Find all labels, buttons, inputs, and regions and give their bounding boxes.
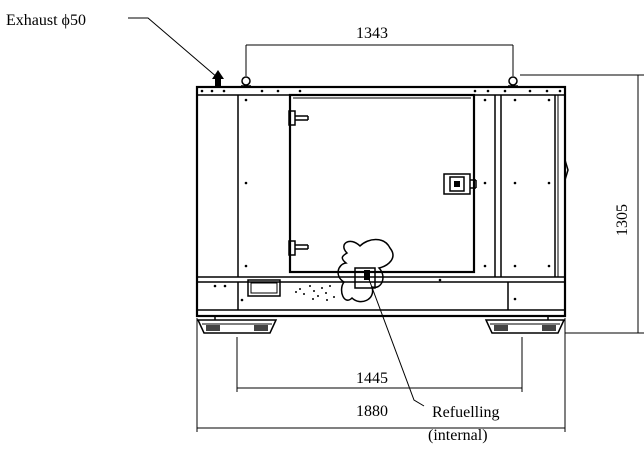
dimension-1880: 1880 xyxy=(356,403,388,420)
base-width-dimension xyxy=(236,337,523,392)
refuelling-leader-line xyxy=(366,273,425,407)
lifting-eye-right xyxy=(508,76,518,87)
exhaust-label: Exhaust ϕ50 xyxy=(6,12,86,29)
anti-vibration-foot-right xyxy=(484,319,566,334)
dimension-1305: 1305 xyxy=(614,204,631,236)
anti-vibration-foot-left xyxy=(196,319,278,334)
exhaust-outlet xyxy=(212,70,224,86)
refuelling-label: Refuelling xyxy=(432,404,500,421)
dimension-1445: 1445 xyxy=(356,370,388,387)
enclosure-body xyxy=(195,85,569,318)
exhaust-leader-line xyxy=(128,17,219,79)
door-lock-handle xyxy=(443,173,477,195)
door-hinge-top xyxy=(288,110,309,126)
refuelling-sublabel: (internal) xyxy=(428,427,488,444)
lifting-eye-left xyxy=(241,76,251,87)
vent-holes xyxy=(295,285,335,301)
overall-width-dimension xyxy=(196,318,566,432)
refuelling-cutaway xyxy=(337,238,394,303)
door-hinge-bottom xyxy=(288,240,309,256)
dimension-1343: 1343 xyxy=(356,25,388,42)
access-door xyxy=(288,93,476,274)
lifting-eye-dimension xyxy=(245,44,514,76)
height-dimension xyxy=(520,74,644,334)
control-panel-window xyxy=(247,279,281,297)
enclosure-bolts xyxy=(200,89,562,302)
